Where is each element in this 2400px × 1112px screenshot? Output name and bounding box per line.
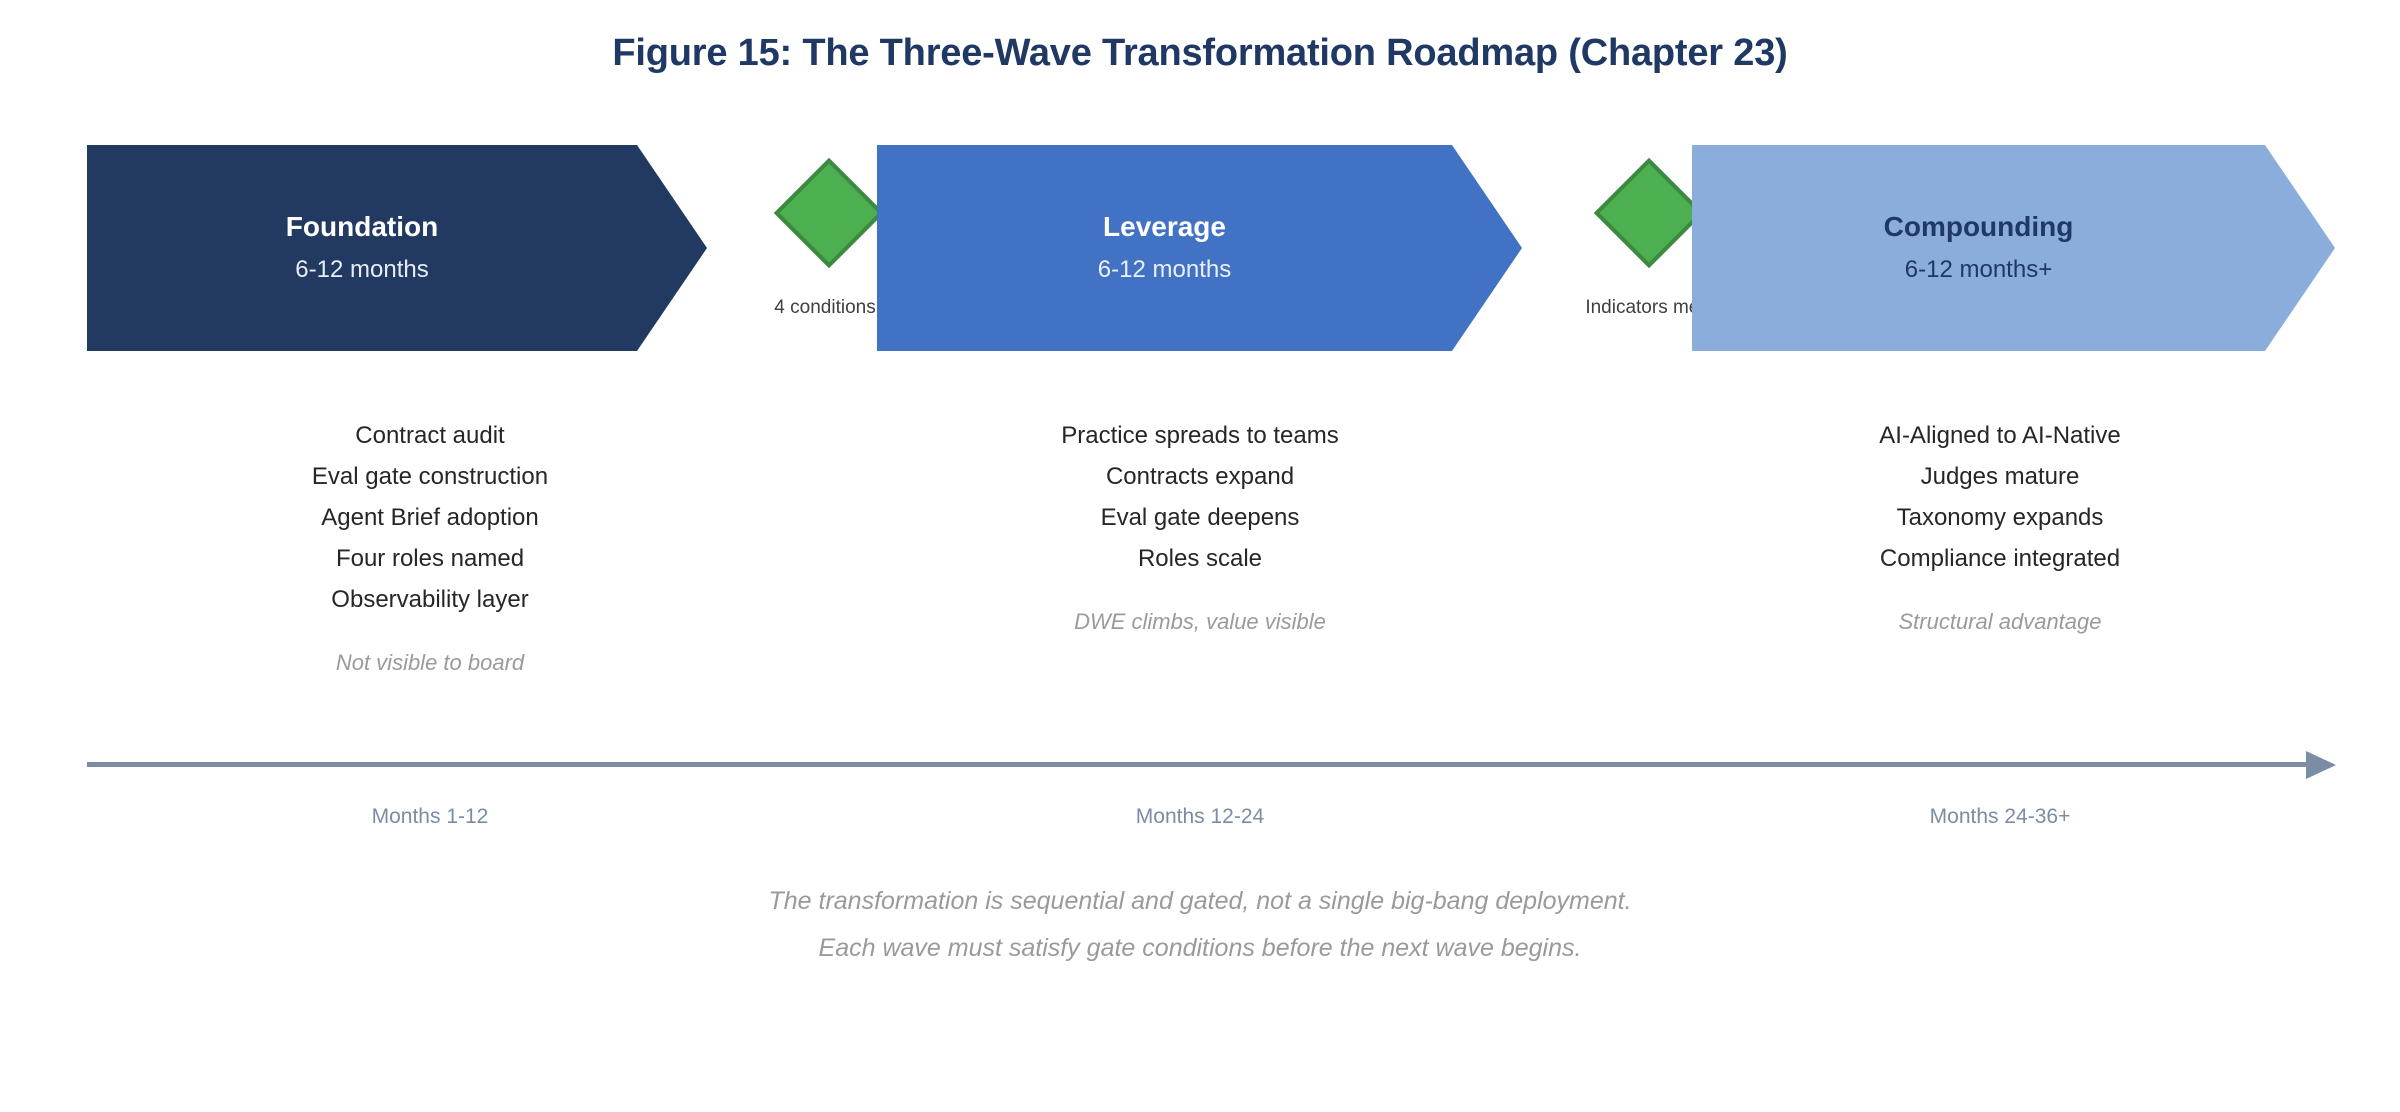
detail-item: Compliance integrated bbox=[1879, 545, 2121, 572]
timeline-label-leverage: Months 12-24 bbox=[1135, 805, 1265, 828]
detail-item: Contract audit bbox=[355, 422, 505, 449]
detail-note-compounding: Structural advantage bbox=[1898, 609, 2102, 634]
detail-note-leverage: DWE climbs, value visible bbox=[1074, 609, 1326, 634]
wave-band: Foundation 6-12 months 4 conditions Leve… bbox=[0, 145, 2400, 351]
gate-two-label: Indicators met bbox=[1585, 297, 1705, 318]
detail-column-leverage: Practice spreads to teams Contracts expa… bbox=[850, 415, 1550, 635]
gate-one-label: 4 conditions bbox=[774, 297, 876, 318]
wave-title-foundation: Foundation bbox=[285, 211, 439, 243]
timeline-axis-line bbox=[87, 762, 2322, 767]
detail-item: Judges mature bbox=[1920, 463, 2080, 490]
caption-line-1: The transformation is sequential and gat… bbox=[768, 887, 1632, 915]
detail-item: Agent Brief adoption bbox=[321, 504, 539, 531]
detail-item: AI-Aligned to AI-Native bbox=[1879, 422, 2121, 449]
wave-title-leverage: Leverage bbox=[1103, 211, 1226, 243]
timeline-label-compounding: Months 24-36+ bbox=[1929, 805, 2071, 828]
detail-note-foundation: Not visible to board bbox=[335, 650, 525, 675]
detail-column-foundation: Contract audit Eval gate construction Ag… bbox=[80, 415, 780, 676]
detail-item: Taxonomy expands bbox=[1896, 504, 2104, 531]
wave-title-compounding: Compounding bbox=[1883, 211, 2074, 243]
wave-chevron-leverage[interactable]: Leverage 6-12 months bbox=[877, 145, 1522, 351]
figure-caption: The transformation is sequential and gat… bbox=[0, 878, 2400, 972]
wave-duration-leverage: 6-12 months bbox=[1097, 256, 1232, 284]
page-title: Figure 15: The Three-Wave Transformation… bbox=[612, 32, 1788, 74]
detail-item: Contracts expand bbox=[1105, 463, 1295, 490]
diamond-icon bbox=[773, 157, 885, 269]
arrow-right-icon bbox=[2306, 751, 2336, 779]
gate-two[interactable]: Indicators met bbox=[1580, 145, 1710, 351]
detail-item: Four roles named bbox=[335, 545, 525, 572]
detail-item: Eval gate deepens bbox=[1100, 504, 1300, 531]
detail-item: Eval gate construction bbox=[311, 463, 549, 490]
detail-item: Observability layer bbox=[331, 586, 529, 613]
diamond-icon bbox=[1593, 157, 1705, 269]
gate-one[interactable]: 4 conditions bbox=[760, 145, 890, 351]
timeline: Months 1-12 Months 12-24 Months 24-36+ bbox=[0, 735, 2400, 845]
wave-chevron-compounding[interactable]: Compounding 6-12 months+ bbox=[1692, 145, 2335, 351]
timeline-label-foundation: Months 1-12 bbox=[371, 805, 489, 828]
caption-line-2: Each wave must satisfy gate conditions b… bbox=[818, 934, 1582, 962]
wave-chevron-foundation[interactable]: Foundation 6-12 months bbox=[87, 145, 707, 351]
detail-column-compounding: AI-Aligned to AI-Native Judges mature Ta… bbox=[1650, 415, 2350, 635]
detail-item: Practice spreads to teams bbox=[1061, 422, 1339, 449]
wave-duration-compounding: 6-12 months+ bbox=[1904, 256, 2053, 284]
detail-item: Roles scale bbox=[1137, 545, 1263, 572]
wave-duration-foundation: 6-12 months bbox=[295, 256, 429, 284]
